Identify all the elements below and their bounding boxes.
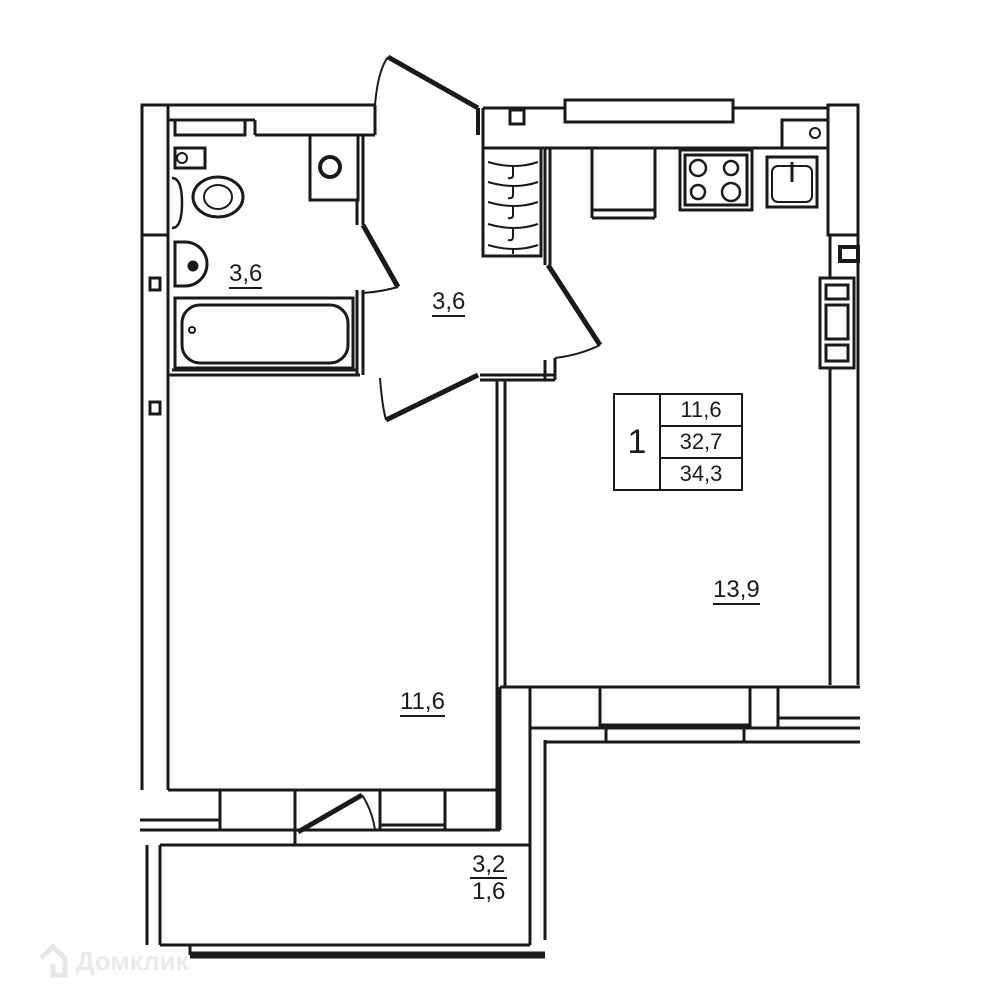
- balcony: [145, 830, 545, 959]
- kitchen-furniture: [590, 118, 830, 220]
- room-area-bathroom: 3,6: [229, 260, 263, 289]
- hallway-doors: [360, 54, 603, 423]
- room-area-kitchen: 13,9: [713, 576, 760, 605]
- watermark: Домклик: [36, 942, 188, 980]
- bathroom: [168, 118, 365, 377]
- left-wall-marker: [148, 276, 162, 292]
- room-area-hallway: 3,6: [432, 288, 466, 317]
- house-logo-icon: [39, 943, 68, 978]
- right-window: [818, 245, 860, 370]
- apartment-summary-table: 1 11,6 32,7 34,3: [613, 393, 743, 491]
- kitchen-bottom-window: [545, 716, 860, 744]
- living-area: 11,6: [680, 397, 722, 422]
- total-area: 32,7: [661, 425, 741, 457]
- kitchen-window: [508, 98, 735, 126]
- total-area-with-balcony: 34,3: [661, 457, 741, 489]
- watermark-text: Домклик: [76, 945, 189, 976]
- balcony-area-label: 3,2 1,6: [470, 851, 508, 906]
- room-area-bedroom: 11,6: [400, 688, 445, 717]
- balcony-reduced-area: 1,6: [472, 878, 506, 906]
- balcony-area: 3,2: [470, 851, 508, 880]
- wardrobe: [481, 146, 552, 265]
- balcony-door: [296, 792, 445, 835]
- rooms-count: 1: [615, 395, 661, 489]
- left-wall-marker: [148, 400, 162, 416]
